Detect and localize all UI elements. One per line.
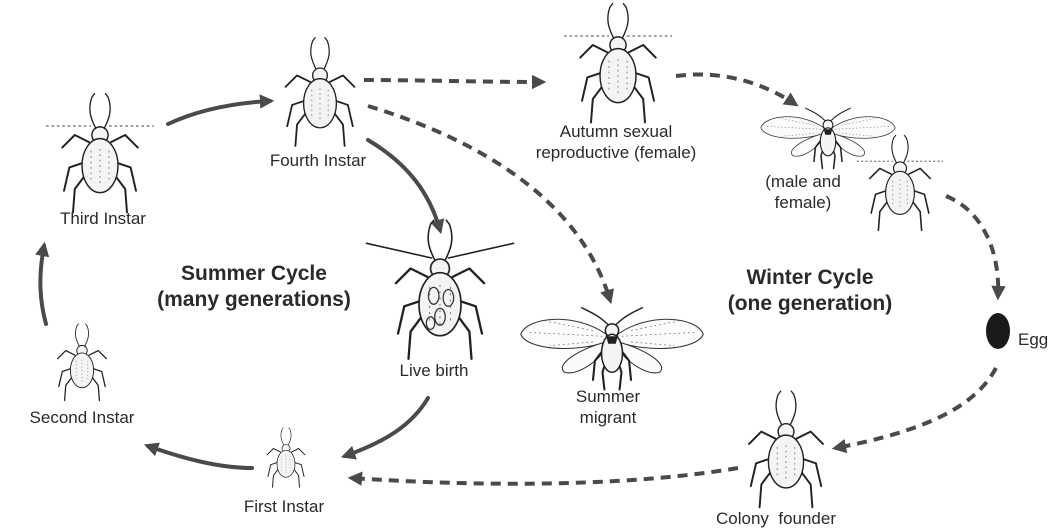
egg-label: Egg [1018, 330, 1048, 349]
live-birth-aphid [367, 220, 514, 359]
fourth-instar-aphid [286, 38, 355, 146]
winter-cycle-subtitle: (one generation) [728, 292, 893, 315]
second-instar-label: Second Instar [30, 408, 135, 427]
third-instar-aphid [46, 94, 154, 213]
first-instar-label: First Instar [244, 497, 325, 516]
third-instar-label: Third Instar [60, 209, 146, 228]
arrow-second-to-third [40, 246, 46, 324]
live-birth-label: Live birth [400, 361, 469, 380]
first-instar-aphid [267, 428, 305, 487]
male-winged-aphid [761, 108, 895, 168]
arrow-live-birth-to-first [345, 398, 428, 456]
female-aphid [857, 135, 943, 230]
summer-cycle-subtitle: (many generations) [157, 288, 351, 311]
arrow-colony-founder-to-first [352, 468, 738, 484]
arrow-male-female-to-egg [946, 196, 998, 296]
colony-founder-aphid [749, 391, 823, 507]
summer-cycle-title: Summer Cycle [181, 262, 327, 285]
colony-founder-label: Colony founder [716, 509, 836, 528]
arrow-autumn-to-male-female [676, 74, 795, 104]
male-female-label-line2: female) [775, 193, 832, 212]
winter-cycle-title: Winter Cycle [746, 266, 873, 289]
arrow-fourth-to-autumn [364, 80, 542, 82]
arrow-first-to-second [148, 446, 252, 468]
autumn-sexual-label-line2: reproductive (female) [536, 143, 697, 162]
male-female-label-line1: (male and [765, 172, 841, 191]
autumn-sexual-label-line1: Autumn sexual [560, 122, 672, 141]
second-instar-aphid [58, 324, 107, 401]
summer-migrant-winged-aphid [521, 308, 703, 390]
autumn-sexual-female-aphid [564, 4, 672, 123]
summer-migrant-label-line1: Summer [576, 387, 641, 406]
summer-migrant-label-line2: migrant [580, 408, 637, 427]
arrow-fourth-to-live-birth [368, 140, 440, 230]
egg-icon [986, 313, 1010, 349]
arrow-egg-to-colony-founder [836, 368, 996, 448]
arrow-third-to-fourth [168, 101, 270, 124]
fourth-instar-label: Fourth Instar [270, 151, 367, 170]
